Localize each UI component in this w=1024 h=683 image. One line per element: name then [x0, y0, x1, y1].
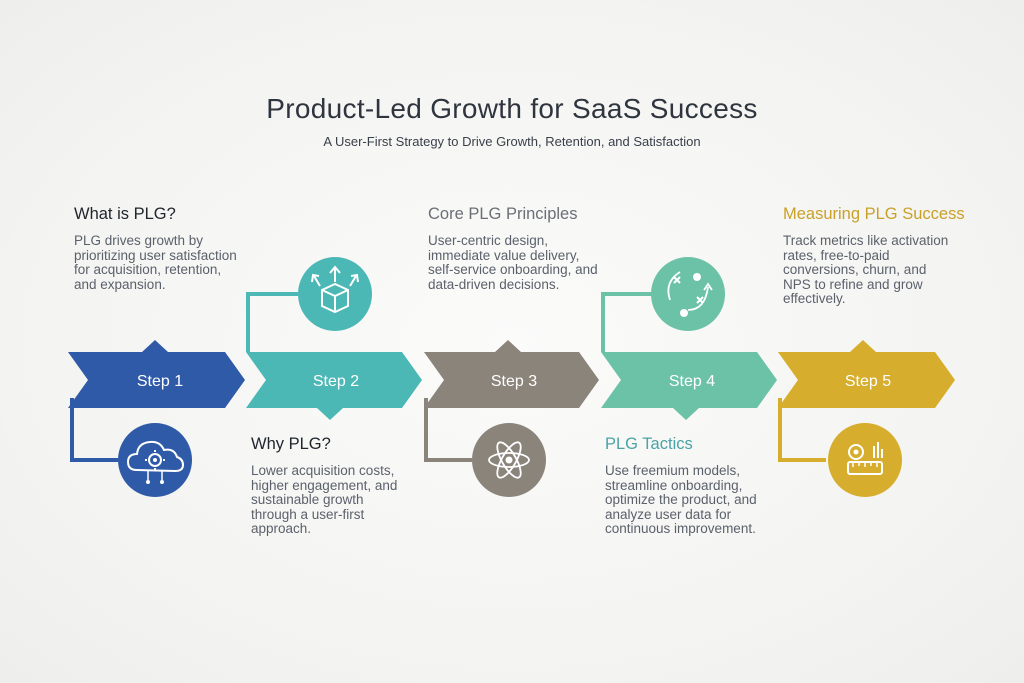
step4-heading: PLG Tactics: [605, 435, 693, 453]
page-subtitle: A User-First Strategy to Drive Growth, R…: [323, 134, 701, 149]
step3-heading: Core PLG Principles: [428, 205, 578, 223]
step1-connector: [70, 398, 118, 462]
step3-body: User-centric design, immediate value del…: [428, 233, 598, 292]
step1-label: Step 1: [137, 373, 183, 390]
step2-body: Lower acquisition costs, higher engageme…: [251, 463, 398, 536]
step4-arrow: [601, 352, 777, 420]
step4-body: Use freemium models, streamline onboardi…: [605, 463, 757, 536]
step1-heading: What is PLG?: [74, 205, 176, 223]
measurement-tape-icon: [828, 423, 902, 497]
step4-label: Step 4: [669, 373, 715, 390]
step3-connector: [424, 398, 472, 462]
step2-arrow: [246, 352, 422, 420]
cloud-gear-icon: [118, 423, 192, 497]
box-arrows-up-icon: [298, 257, 372, 331]
step3-arrow: [424, 340, 599, 408]
step5-arrow: [778, 340, 955, 408]
step4-text-block: PLG Tactics Use freemium models, streaml…: [605, 434, 770, 537]
step2-text-block: Why PLG? Lower acquisition costs, higher…: [251, 434, 411, 537]
atom-icon: [472, 423, 546, 497]
step5-body: Track metrics like activation rates, fre…: [783, 233, 949, 306]
step5-text-block: Measuring PLG Success Track metrics like…: [783, 204, 965, 307]
step5-connector: [778, 398, 826, 462]
step4-connector: [601, 292, 653, 352]
page-title: Product-Led Growth for SaaS Success: [266, 93, 758, 124]
step1-body: PLG drives growth by prioritizing user s…: [74, 233, 237, 292]
step3-label: Step 3: [491, 373, 537, 390]
step1-arrow: [68, 340, 245, 408]
step5-heading: Measuring PLG Success: [783, 205, 965, 223]
step2-connector: [246, 292, 298, 352]
strategy-play-icon: [651, 257, 725, 331]
step3-text-block: Core PLG Principles User-centric design,…: [428, 204, 600, 292]
step1-text-block: What is PLG? PLG drives growth by priori…: [74, 204, 244, 292]
step2-heading: Why PLG?: [251, 435, 331, 453]
step5-label: Step 5: [845, 373, 891, 390]
step2-label: Step 2: [313, 373, 359, 390]
